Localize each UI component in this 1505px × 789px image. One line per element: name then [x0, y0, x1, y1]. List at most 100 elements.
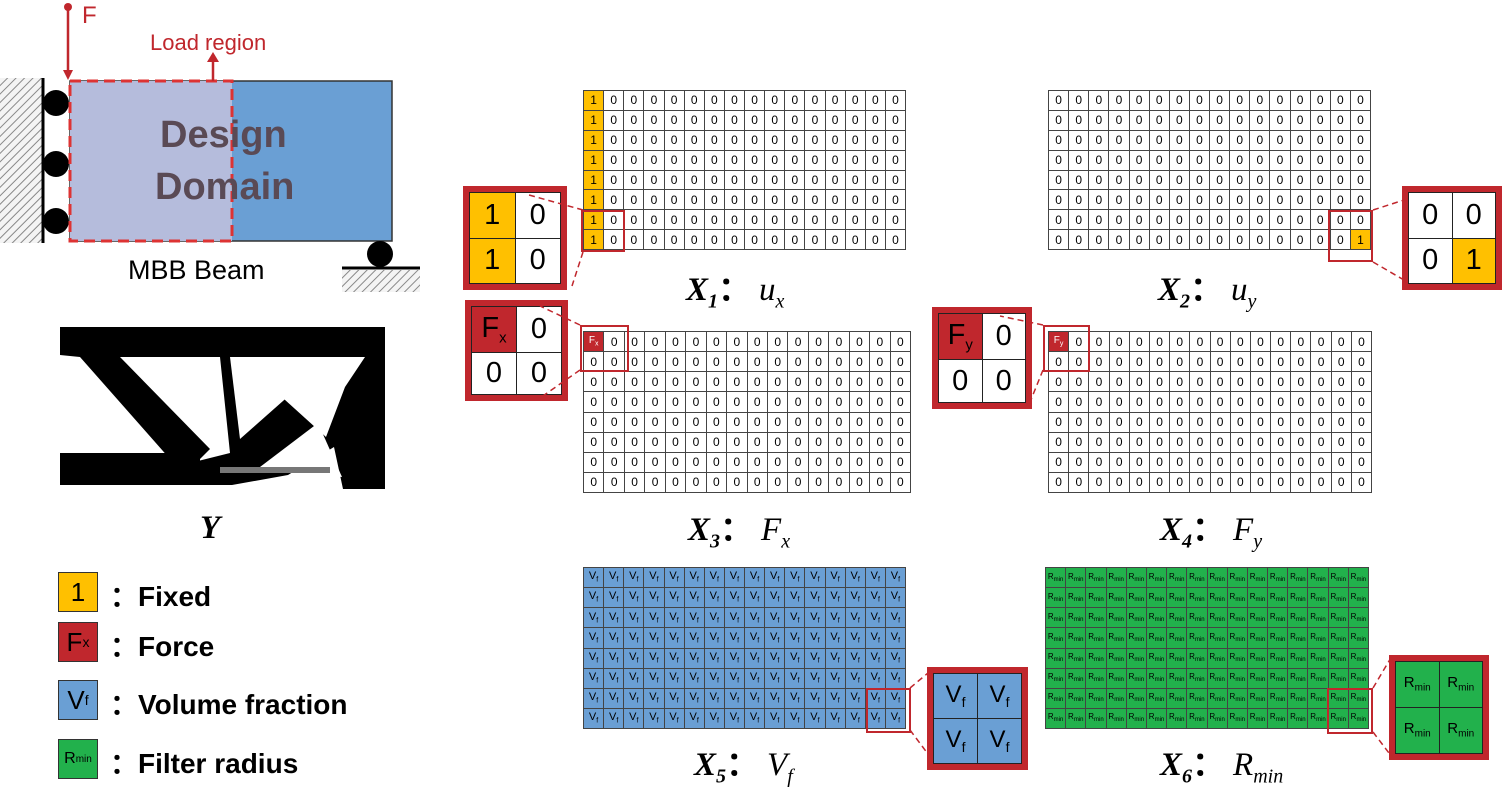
symbol-main: V [709, 691, 717, 704]
symbol-sub: f [737, 677, 740, 685]
symbol-main: R [1088, 652, 1095, 662]
quantity-main: u [759, 272, 776, 308]
quantity-symbol: Fy [1233, 512, 1262, 553]
symbol-sub: min [1255, 576, 1266, 583]
symbol-main: V [749, 691, 758, 704]
symbol-main: V [729, 711, 738, 724]
cell-value: 0 [1296, 212, 1304, 227]
symbol-sub: min [1174, 616, 1185, 623]
cell-value: 0 [610, 133, 618, 148]
symbol-main: R [1108, 672, 1115, 682]
cell-value: 0 [1236, 354, 1244, 369]
cell-value: 0 [713, 394, 720, 409]
cell-value: 0 [1155, 133, 1163, 148]
symbol-sub: min [1053, 697, 1064, 704]
cell-value: 0 [590, 354, 598, 369]
symbol-sub: min [1114, 657, 1124, 664]
symbol-main: R [1128, 611, 1135, 621]
var-index: 3 [710, 530, 721, 553]
cell-value: 0 [1095, 394, 1103, 409]
symbol-main: V [830, 670, 838, 683]
symbol-sub: f [696, 697, 699, 705]
symbol-sub: min [1174, 717, 1185, 724]
symbol-sub: f [636, 657, 639, 665]
cell-value: 0 [1196, 394, 1204, 409]
symbol-main: V [689, 630, 697, 643]
cell-value: 0 [1276, 232, 1284, 247]
cell-value: 0 [1135, 192, 1143, 207]
symbol-sub: f [777, 697, 780, 705]
symbol-sub: min [1053, 657, 1064, 664]
cell-value: 0 [713, 475, 720, 490]
cell-value: 0 [631, 374, 638, 389]
cell-value: 0 [892, 192, 899, 207]
cell-value: 0 [1055, 153, 1062, 168]
grid-cell: Vf [643, 707, 665, 730]
symbol-main: R [1249, 672, 1256, 682]
cell-value: 0 [1055, 475, 1062, 490]
cell-value: 0 [610, 172, 618, 187]
symbol-main: R [1148, 591, 1155, 601]
cell-value: 0 [713, 374, 720, 389]
symbol-main: V [669, 691, 677, 704]
cell-value: 0 [1176, 475, 1184, 490]
symbol-main: V [810, 590, 818, 603]
symbol-main: R [1290, 692, 1296, 702]
cell-value: 0 [892, 153, 899, 168]
mbb-beam-diagram [0, 3, 420, 292]
cell-value: 0 [1095, 192, 1103, 207]
cell-value: 0 [1136, 415, 1143, 430]
symbol-main: V [870, 711, 878, 724]
cell-value: 0 [1216, 354, 1224, 369]
cell-value: 0 [753, 374, 761, 389]
cell-value: 0 [1196, 153, 1203, 168]
symbol-main: F [588, 334, 596, 346]
symbol-main: R [1350, 591, 1357, 601]
symbol-main: R [1209, 611, 1216, 621]
symbol-main: V [890, 610, 899, 623]
symbol-sub: min [1094, 677, 1104, 684]
symbol-sub: f [616, 596, 619, 604]
cell-value: 0 [771, 172, 779, 187]
grid-cell: Rmin [1287, 707, 1309, 730]
symbol-main: R [1068, 672, 1074, 682]
symbol-main: R [1047, 631, 1054, 641]
cell-value: 0 [1216, 435, 1224, 450]
symbol-main: V [709, 670, 717, 683]
cell-value: 0 [713, 455, 720, 470]
quantity-symbol: Vf [767, 747, 793, 788]
cell-value: 0 [690, 153, 698, 168]
cell-value: 0 [1095, 172, 1103, 187]
panel-label-x3: X3：Fx [688, 502, 790, 554]
cell-value: 0 [1336, 133, 1344, 148]
cell-value: 0 [710, 232, 718, 247]
label-separator: ： [718, 272, 752, 308]
symbol-main: R [1068, 571, 1074, 581]
cell-value: 0 [1297, 435, 1305, 450]
symbol-sub: min [1356, 717, 1367, 724]
symbol-main: R [1310, 611, 1317, 621]
symbol-sub: min [1194, 616, 1205, 623]
mark-value: 1 [1357, 232, 1364, 247]
symbol-sub: min [1295, 717, 1306, 724]
cell-value: 0 [753, 334, 761, 349]
cell-value: 0 [1358, 374, 1365, 389]
symbol-sub: min [1336, 596, 1346, 603]
symbol-main: V [649, 570, 657, 583]
symbol-sub: f [878, 637, 880, 645]
cell-value: 0 [1357, 212, 1364, 227]
symbol-sub: f [757, 596, 760, 604]
symbol-sub: f [797, 637, 800, 645]
cell-value: 0 [610, 113, 618, 128]
symbol-main: R [1269, 712, 1276, 722]
symbol-sub: min [1215, 717, 1225, 724]
symbol-sub: min [1255, 616, 1266, 623]
cell-value: 0 [1135, 133, 1143, 148]
symbol-sub: f [616, 717, 619, 725]
cell-value: 0 [1095, 93, 1103, 108]
cell-value: 0 [1075, 415, 1083, 430]
symbol-main: R [1290, 611, 1296, 621]
cell-value: 0 [851, 172, 859, 187]
cell-value: 0 [1055, 232, 1062, 247]
cell-value: 0 [1055, 192, 1062, 207]
